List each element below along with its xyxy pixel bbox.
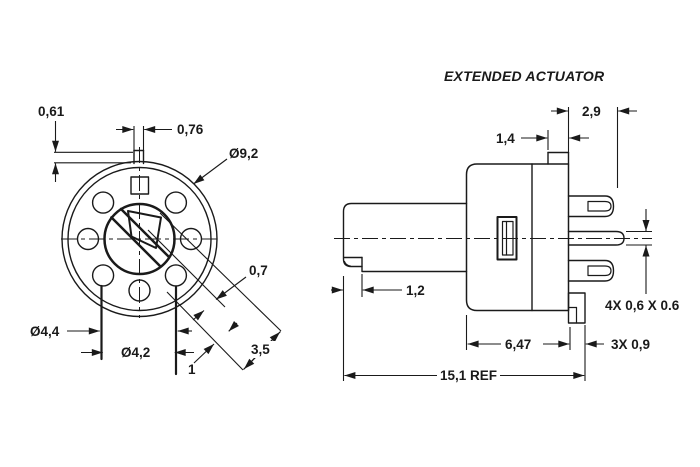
dim-tab-height: 0,61	[38, 104, 133, 182]
dim-label-pin-circle-inner: Ø4,2	[121, 345, 150, 360]
dim-label-overall-length: 15,1 REF	[440, 368, 497, 383]
terminal-bottom	[567, 259, 615, 282]
dim-label-slot-offset: 1	[188, 362, 196, 377]
dim-label-flange-diameter: Ø9,2	[229, 146, 258, 161]
front-legs	[100, 284, 178, 376]
dim-flange-diameter: Ø9,2	[193, 146, 258, 185]
front-flange-outline	[61, 160, 218, 318]
actuator-shaft	[342, 202, 468, 273]
side-view: EXTENDED ACTUATOR	[331, 68, 680, 383]
dim-label-slot-width: 0,7	[249, 263, 268, 278]
dim-tip-slot-depth: 1,2	[331, 274, 425, 298]
terminal-top	[567, 195, 615, 218]
mounting-bracket	[567, 292, 586, 324]
terminal-center	[567, 230, 625, 246]
body-outline	[465, 151, 570, 312]
slot-window	[496, 216, 518, 261]
dim-label-slot-length: 3,5	[251, 342, 270, 357]
dim-terminal-section: 4X 0,6 X 0.6	[605, 209, 680, 313]
dim-label-rear-boss-width: 1,4	[496, 131, 515, 146]
front-centerlines	[61, 147, 218, 318]
top-square-hole	[130, 176, 150, 195]
front-holes	[76, 176, 203, 302]
dim-body-length: 6,47	[465, 315, 571, 352]
dim-label-tip-slot-depth: 1,2	[406, 283, 425, 298]
dim-label-terminal-length: 2,9	[582, 104, 601, 119]
dim-tab-width: 0,76	[116, 122, 204, 150]
dim-terminal-length: 2,9	[551, 104, 637, 188]
dim-pin-circle-outer: Ø4,4	[30, 324, 192, 339]
rotor-circle	[103, 202, 176, 276]
slot-dimension-cluster: 0,7 3,5 1	[147, 212, 282, 377]
front-view: 0,61 0,76 Ø9,2 0,7	[30, 104, 282, 377]
dim-label-tab-width: 0,76	[177, 122, 204, 137]
dim-bracket-width: 3X 0,9	[584, 325, 650, 381]
dim-overall-length: 15,1 REF	[342, 276, 585, 383]
dim-label-tab-height: 0,61	[38, 104, 65, 119]
side-view-title: EXTENDED ACTUATOR	[444, 68, 605, 84]
dim-pin-circle-inner: Ø4,2	[81, 345, 194, 360]
rotor-slot	[110, 207, 171, 268]
dim-label-terminal-section: 4X 0,6 X 0.6	[605, 298, 680, 313]
dim-rear-boss-width: 1,4	[496, 130, 589, 150]
dim-label-body-length: 6,47	[505, 337, 531, 352]
dim-label-bracket-width: 3X 0,9	[611, 337, 650, 352]
front-top-tab	[133, 149, 145, 165]
rotor-diamond	[127, 210, 162, 249]
dim-label-pin-circle-outer: Ø4,4	[30, 324, 60, 339]
